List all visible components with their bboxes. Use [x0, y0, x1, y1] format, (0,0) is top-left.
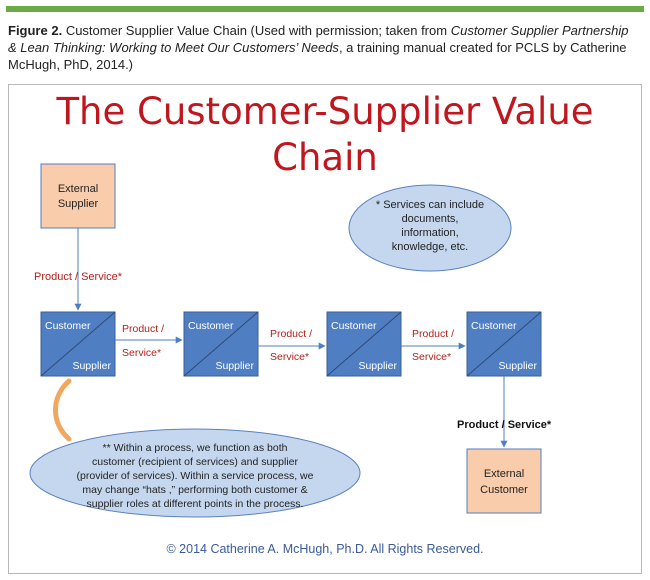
chain-box-4: Customer Supplier [466, 311, 542, 377]
copyright-notice: © 2014 Catherine A. McHugh, Ph.D. All Ri… [166, 542, 484, 556]
accent-bar [6, 6, 644, 12]
bottom-flow-label: Product / Service* [457, 419, 552, 431]
flow3-product-label: Product / [412, 328, 454, 340]
hats-note-ellipse [29, 428, 361, 518]
external-customer-label-1: External [484, 468, 524, 480]
flow2-product-label: Product / [270, 328, 312, 340]
box2-customer-label: Customer [188, 320, 234, 332]
services-note-line-2: documents, [402, 213, 459, 225]
chain-box-1: Customer Supplier [40, 311, 116, 377]
external-customer-box [466, 448, 542, 514]
services-note-line-3: information, [401, 227, 458, 239]
caption-text-1: Customer Supplier Value Chain (Used with… [65, 23, 448, 38]
services-note-line-4: knowledge, etc. [392, 241, 468, 253]
box4-customer-label: Customer [471, 320, 517, 332]
chain-box-2: Customer Supplier [183, 311, 259, 377]
external-supplier-label-2: Supplier [58, 198, 99, 210]
external-supplier-label-1: External [58, 183, 98, 195]
figure-caption: Figure 2. Customer Supplier Value Chain … [8, 22, 640, 73]
box3-supplier-label: Supplier [358, 360, 397, 372]
hats-note-line-1: ** Within a process, we function as both [102, 442, 287, 454]
hats-note-line-3: (provider of services). Within a service… [77, 470, 314, 482]
box1-supplier-label: Supplier [72, 360, 111, 372]
figure-label: Figure 2. [8, 23, 63, 38]
flow3-service-label: Service* [412, 351, 451, 363]
flow1-product-label: Product / [122, 323, 164, 335]
box3-customer-label: Customer [331, 320, 377, 332]
caption-italic-2: & Lean Thinking: Working to Meet Our Cus… [8, 40, 339, 55]
flow2-service-label: Service* [270, 351, 309, 363]
box2-supplier-label: Supplier [215, 360, 254, 372]
callout-curve [53, 378, 72, 442]
caption-text-3: McHugh, PhD, 2014.) [8, 57, 134, 72]
flow1-service-label: Service* [122, 347, 161, 359]
hats-note-line-5: supplier roles at different points in th… [87, 498, 304, 510]
hats-note-line-2: customer (recipient of services) and sup… [92, 456, 299, 468]
value-chain-diagram: External Supplier Product / Service* Cus… [29, 163, 552, 518]
top-flow-label: Product / Service* [34, 271, 123, 283]
diagram-frame: The Customer-Supplier Value Chain Extern… [8, 84, 642, 574]
caption-italic-1: Customer Supplier Partnership [450, 23, 629, 38]
external-supplier-box [40, 163, 116, 229]
box4-supplier-label: Supplier [498, 360, 537, 372]
diagram-title: The Customer-Supplier Value Chain [56, 90, 594, 179]
chain-box-3: Customer Supplier [326, 311, 402, 377]
services-note-ellipse [348, 184, 512, 272]
external-customer-label-2: Customer [480, 484, 528, 496]
hats-note-line-4: may change “hats ,” performing both cust… [82, 484, 307, 496]
services-note-line-1: * Services can include [376, 199, 484, 211]
caption-text-2: , a training manual created for PCLS by … [338, 40, 627, 55]
box1-customer-label: Customer [45, 320, 91, 332]
